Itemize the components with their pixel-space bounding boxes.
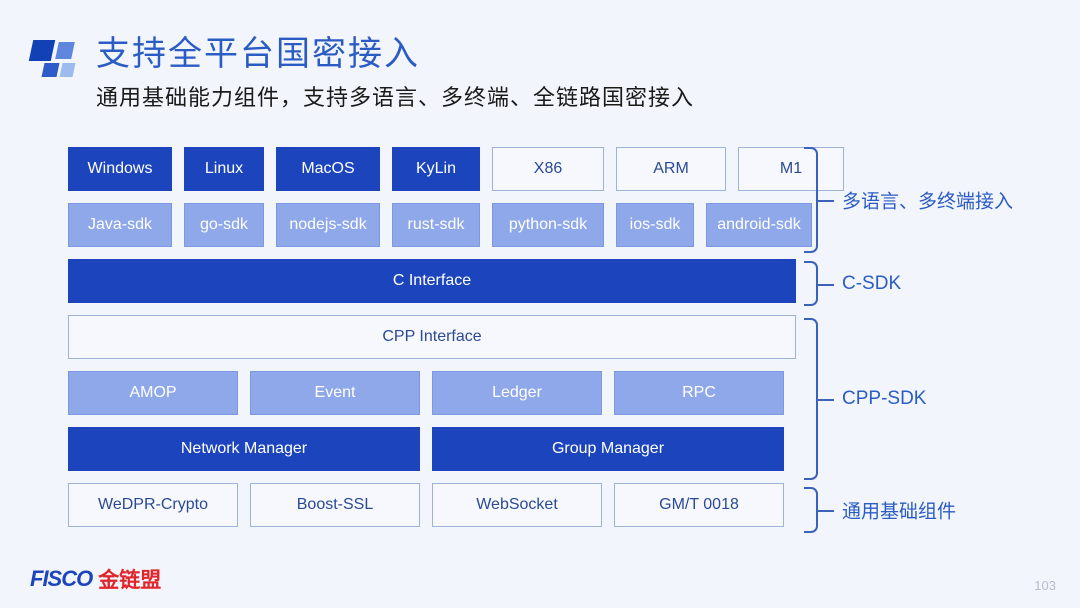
footer-logo: FISCO 金链盟 [30,566,161,592]
curly-brace-icon [804,147,818,253]
box-gap [420,427,432,471]
slide-header: 支持全平台国密接入 通用基础能力组件，支持多语言、多终端、全链路国密接入 [0,0,1080,130]
brand-cjk-text: 金链盟 [98,569,162,592]
box-gap [264,147,276,191]
box-gap [602,371,614,415]
diagram-box[interactable]: M1 [738,147,844,191]
bracket-label: C-SDK [842,272,902,294]
diagram-box[interactable]: Linux [184,147,264,191]
diagram-box[interactable]: Network Manager [68,427,420,471]
page-title: 支持全平台国密接入 [96,35,420,73]
diagram-box[interactable]: WeDPR-Crypto [68,483,238,527]
fisco-blocks-icon [28,40,76,78]
diagram-box[interactable]: MacOS [276,147,380,191]
diagram-box[interactable]: RPC [614,371,784,415]
diagram-box[interactable]: Windows [68,147,172,191]
diagram-row-platforms: Windows Linux MacOS KyLin X86 ARM M1 [68,147,844,191]
diagram-box[interactable]: android-sdk [706,203,812,247]
box-gap [172,203,184,247]
diagram-box[interactable]: Java-sdk [68,203,172,247]
diagram-box[interactable]: Ledger [432,371,602,415]
bracket-tick [818,510,834,512]
bracket-label: CPP-SDK [842,388,927,409]
curly-brace-icon [804,487,818,533]
diagram-box[interactable]: nodejs-sdk [276,203,380,247]
diagram-box[interactable]: python-sdk [492,203,604,247]
diagram-row-language-sdks: Java-sdk go-sdk nodejs-sdk rust-sdk python-s… [68,203,812,247]
curly-brace-icon [804,261,818,306]
diagram-box[interactable]: AMOP [68,371,238,415]
bracket-label: 通用基础组件 [842,501,957,523]
bracket-label: 多语言、多终端接入 [842,191,1014,213]
brand-latin-text: FISCO [30,566,93,591]
box-gap [602,483,614,527]
diagram-box[interactable]: CPP Interface [68,315,796,359]
bracket-tick [818,200,834,202]
box-gap [264,203,276,247]
diagram-box[interactable]: rust-sdk [392,203,480,247]
diagram-box[interactable]: Boost-SSL [250,483,420,527]
box-gap [420,371,432,415]
diagram-box[interactable]: Event [250,371,420,415]
diagram-box[interactable]: X86 [492,147,604,191]
page-subtitle: 通用基础能力组件，支持多语言、多终端、全链路国密接入 [96,85,695,110]
diagram-row-managers: Network Manager Group Manager [68,427,796,471]
box-gap [726,147,738,191]
box-gap [420,483,432,527]
diagram-row-c-interface: C Interface [68,259,796,303]
page-number: 103 [1034,578,1056,593]
diagram-box[interactable]: ios-sdk [616,203,694,247]
diagram-box[interactable]: ARM [616,147,726,191]
diagram-row-cpp-modules: AMOP Event Ledger RPC [68,371,796,415]
diagram-box[interactable]: GM/T 0018 [614,483,784,527]
curly-brace-icon [804,318,818,480]
bracket-tick [818,283,834,286]
diagram-box[interactable]: go-sdk [184,203,264,247]
diagram-box[interactable]: KyLin [392,147,480,191]
diagram-box[interactable]: Group Manager [432,427,784,471]
box-gap [238,371,250,415]
box-gap [604,203,616,247]
bracket-tick [818,399,834,401]
diagram-box[interactable]: WebSocket [432,483,602,527]
box-gap [694,203,706,247]
box-gap [172,147,184,191]
box-gap [480,203,492,247]
box-gap [604,147,616,191]
box-gap [480,147,492,191]
diagram-row-base-components: WeDPR-Crypto Boost-SSL WebSocket GM/T 0018 [68,483,796,527]
box-gap [238,483,250,527]
diagram-row-cpp-interface: CPP Interface [68,315,796,359]
box-gap [380,147,392,191]
box-gap [380,203,392,247]
diagram-box[interactable]: C Interface [68,259,796,303]
